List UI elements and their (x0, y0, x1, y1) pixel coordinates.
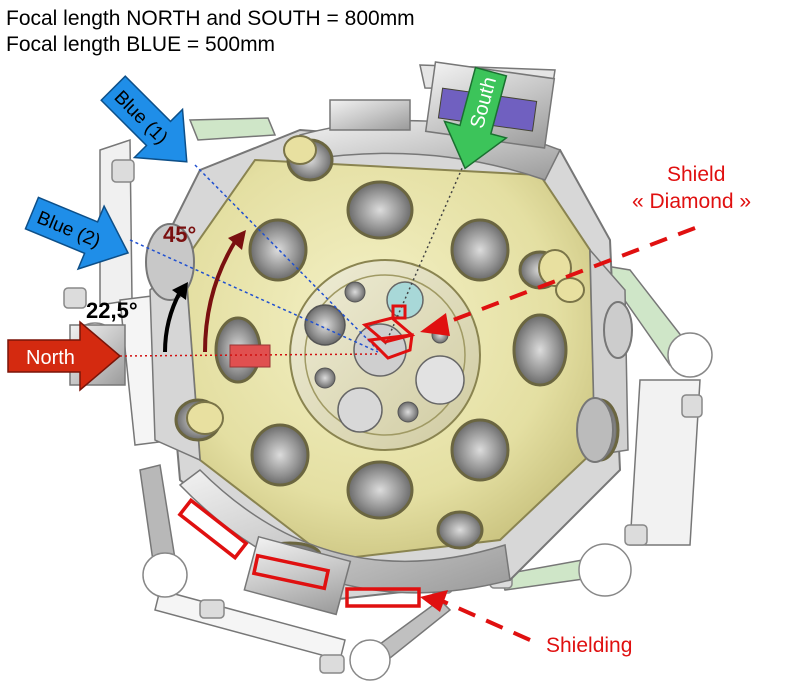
small-port (283, 135, 317, 165)
viewport (512, 313, 568, 387)
inner-port (397, 401, 419, 423)
inner-port (337, 387, 383, 433)
inner-port (304, 304, 346, 346)
angle-arc-small-head (172, 282, 188, 300)
shielding-bars (177, 497, 421, 608)
small-port (186, 401, 224, 435)
frame-joint (142, 552, 188, 598)
focal-length-north-south: Focal length NORTH and SOUTH = 800mm (6, 7, 415, 30)
south-port-base (329, 99, 411, 131)
angle-arc-large (203, 238, 238, 353)
angle-label-small: 22,5° (86, 298, 138, 323)
shield-diamond-marker (361, 304, 416, 360)
viewport (346, 180, 414, 240)
right-port (603, 301, 633, 359)
blue1-beam-line (194, 164, 379, 351)
frame-clamp (63, 287, 87, 309)
angle-arc-large-head (228, 230, 246, 250)
shielding-pointer-head (420, 590, 448, 612)
right-port (576, 397, 614, 463)
angle-arc-small (163, 291, 182, 353)
shielding-pointer-line (439, 598, 531, 642)
inner-port (314, 367, 336, 389)
focal-length-blue: Focal length BLUE = 500mm (6, 33, 276, 56)
small-port (555, 277, 585, 303)
shield-pointer-line (439, 226, 696, 327)
north-arrow-label: North (26, 347, 75, 369)
shielding-bar (177, 497, 249, 561)
frame-clamp (111, 159, 135, 183)
bottom-port (243, 535, 352, 616)
viewport (450, 418, 510, 482)
small-port (538, 249, 572, 287)
angle-label-large: 45° (163, 222, 196, 247)
small-ports (186, 135, 585, 435)
shield-label-line1: Shield (667, 163, 725, 186)
south-beam-line (384, 149, 471, 346)
frame-joint (578, 543, 632, 597)
frame-clamp (319, 654, 345, 674)
left-nub (229, 344, 271, 368)
shielding-label: Shielding (546, 634, 632, 657)
viewport (450, 218, 510, 282)
inner-port (344, 281, 366, 303)
shield-pointer-head (420, 313, 450, 336)
north-beam-line (119, 353, 381, 357)
frame-clamp (199, 599, 225, 619)
viewport (346, 460, 414, 520)
frame-clamp (624, 524, 648, 546)
frame-joint (349, 639, 391, 681)
frame-strut (629, 379, 701, 546)
shielding-bar (345, 587, 421, 608)
south-arrow: South (443, 66, 509, 170)
viewport (436, 510, 484, 550)
shield-label-line2: « Diamond » (632, 190, 751, 213)
north-viewport (145, 223, 195, 301)
frame-joint (667, 332, 713, 378)
north-arrow: North (7, 320, 122, 392)
shielding-bar (251, 553, 331, 591)
frame-clamp (681, 394, 703, 418)
beam-lines (119, 149, 471, 357)
viewport (250, 423, 310, 487)
inner-port (415, 355, 465, 405)
frame-strut (188, 117, 277, 141)
